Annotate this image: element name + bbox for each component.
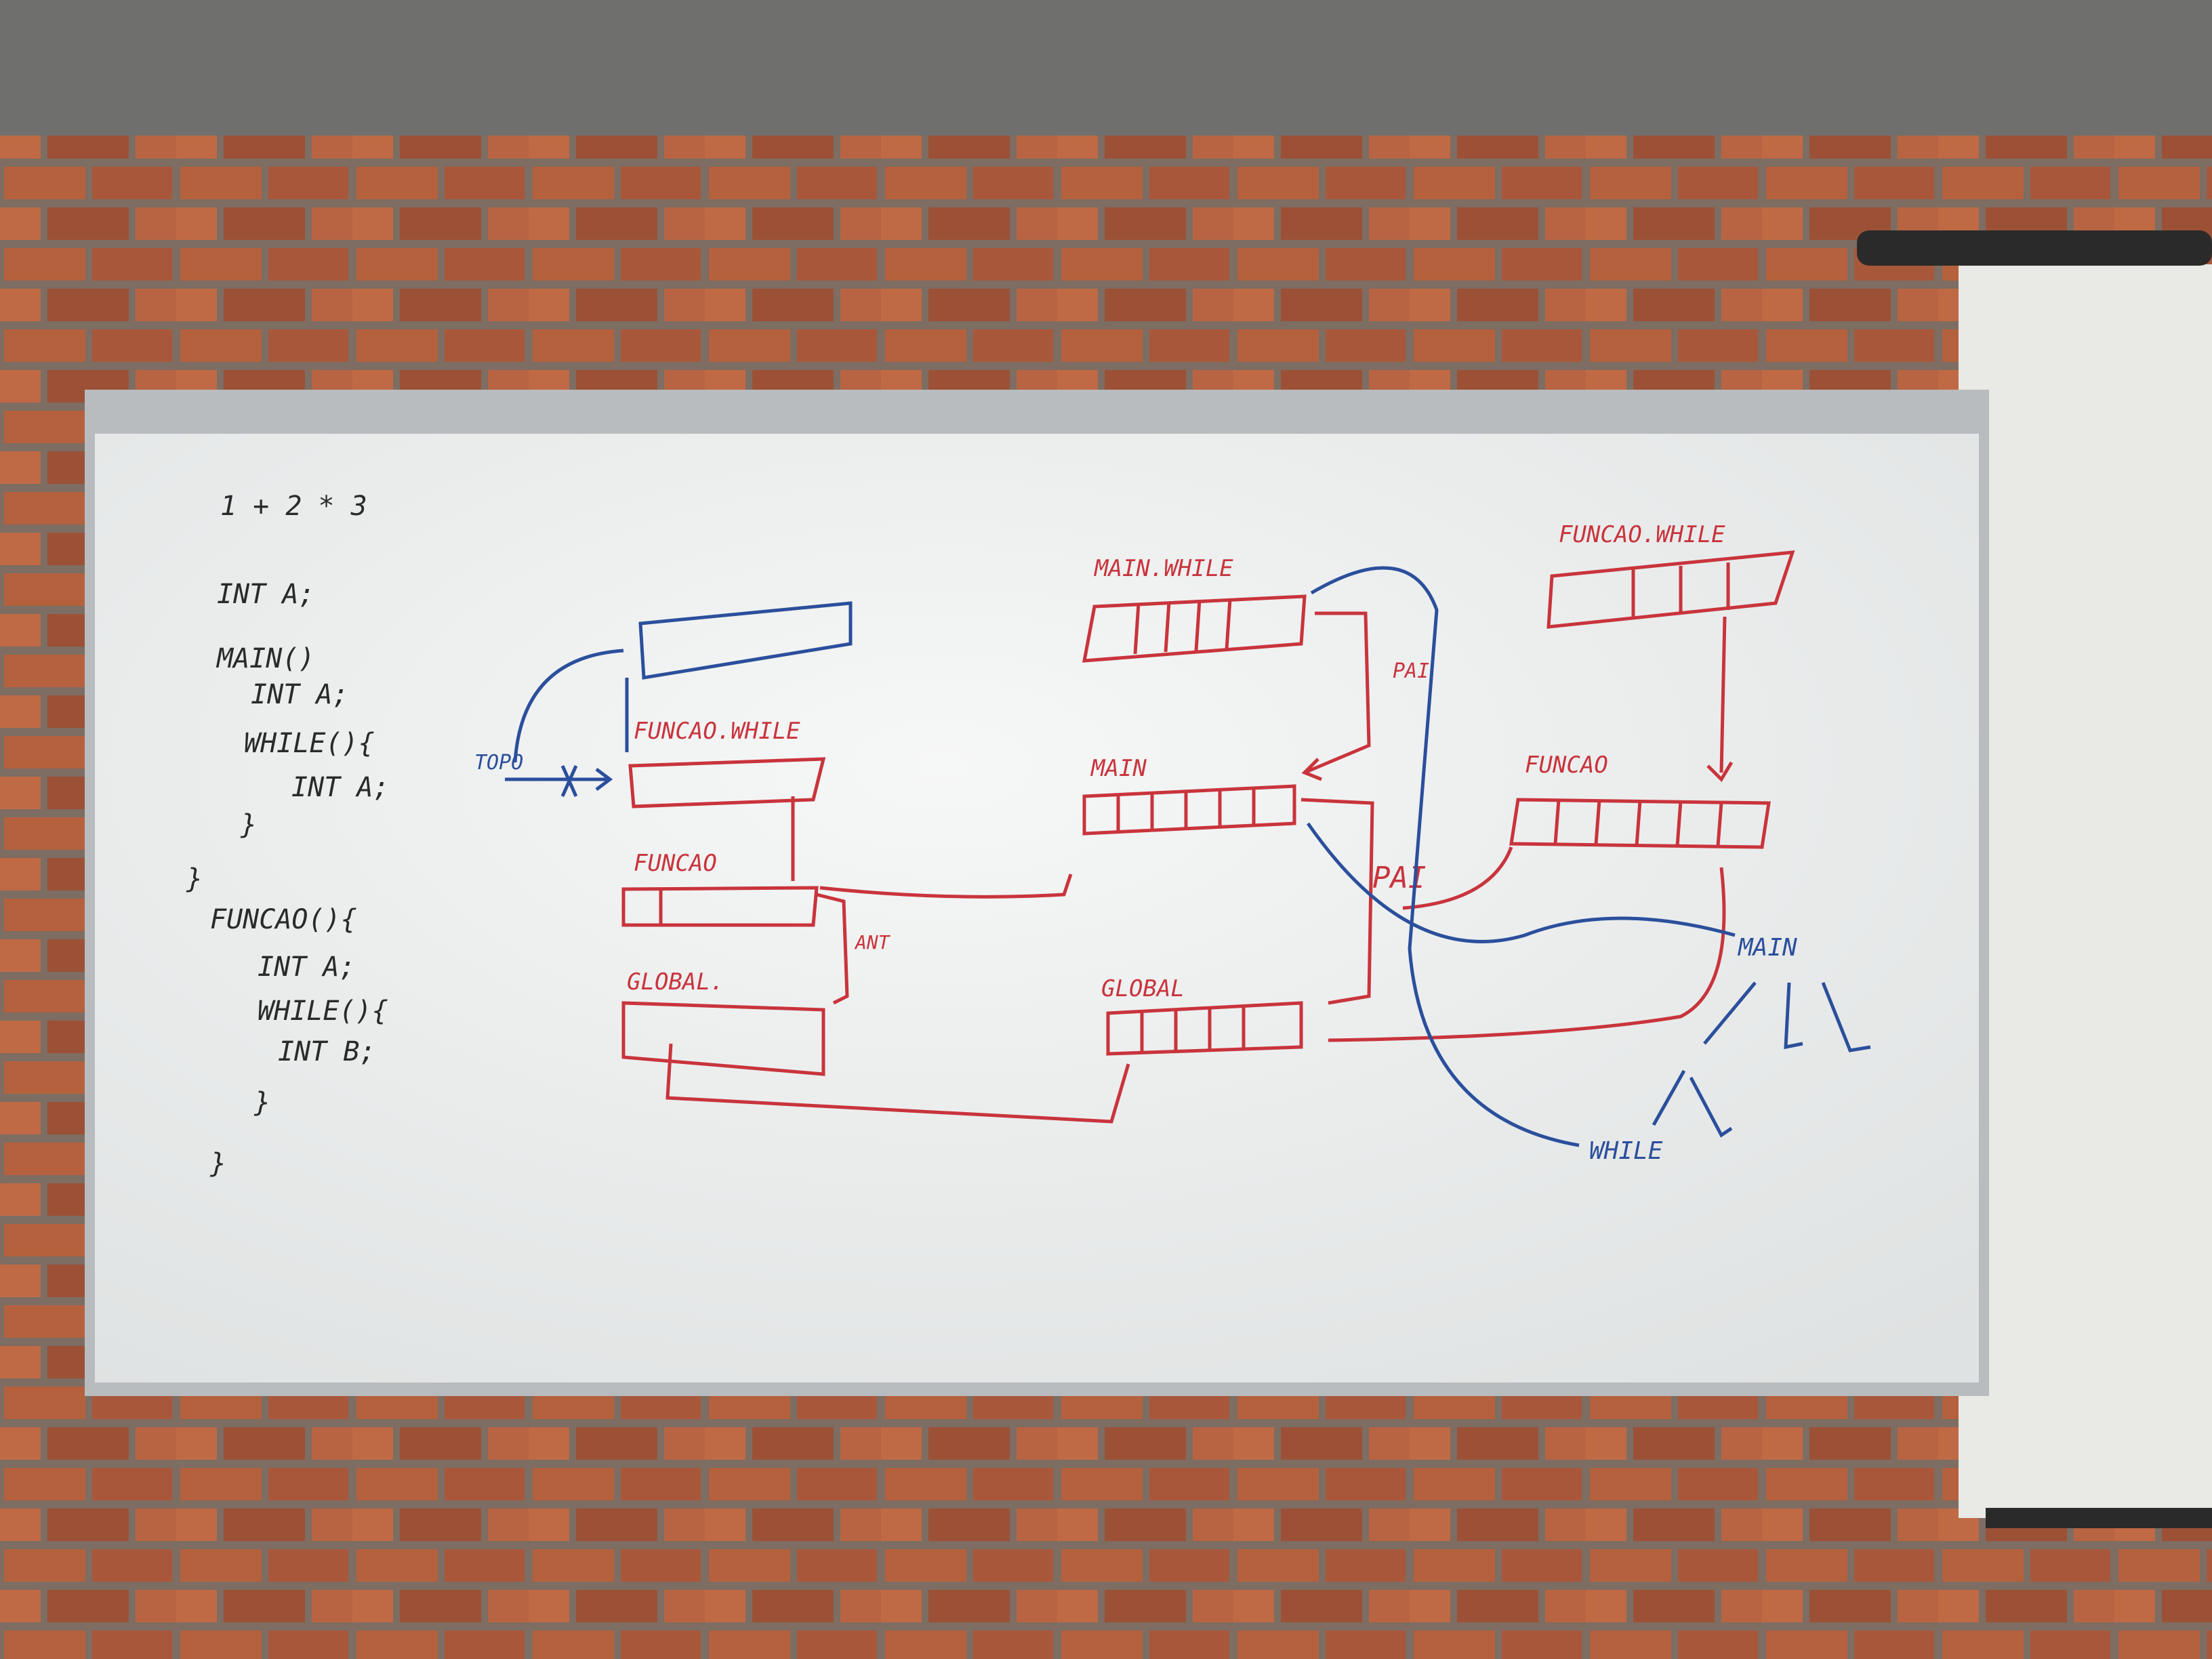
tree-node-main: MAIN <box>1737 934 1797 962</box>
code-line: MAIN() <box>216 643 315 674</box>
stack-box-funcao <box>621 886 819 927</box>
label-funcao-while: FUNCAO.WHILE <box>634 718 800 745</box>
code-listing: 1 + 2 * 3 INT A; MAIN() INT A; WHILE(){ … <box>186 491 390 1179</box>
stack-box-funcao-right <box>1509 798 1771 849</box>
label-ant: ANT <box>854 931 891 954</box>
link-right-down <box>1706 616 1734 783</box>
concrete-wall <box>0 0 2212 156</box>
label-main-while: MAIN.WHILE <box>1094 555 1233 582</box>
stack-divider <box>1225 598 1232 650</box>
label-main: MAIN <box>1090 755 1147 782</box>
blue-top-box <box>638 601 853 680</box>
label-pai-upper: PAI <box>1393 659 1429 683</box>
topo-curve <box>513 649 624 763</box>
code-line: WHILE(){ <box>244 728 375 759</box>
blue-link-main <box>1306 822 1736 943</box>
pai-arrow-lower <box>1300 798 1374 1005</box>
tree-branch <box>1784 982 1803 1050</box>
topo-arrow <box>505 768 613 791</box>
topo-cross <box>560 764 578 798</box>
link-to-funcao <box>1402 846 1513 910</box>
tree-branch <box>1703 981 1757 1045</box>
stack-box-global <box>621 1001 825 1076</box>
stack-divider <box>1194 599 1202 651</box>
code-line: FUNCAO(){ <box>210 904 357 935</box>
tree-branch <box>1689 1076 1733 1138</box>
ant-arrow <box>816 893 849 1005</box>
stack-divider <box>1553 799 1561 844</box>
scope-tree <box>1306 566 1871 1147</box>
code-line: INT A; <box>217 579 315 610</box>
label-topo: TOPO <box>474 751 523 775</box>
code-line: } <box>240 809 257 840</box>
stack-box-funcao-while <box>628 757 826 808</box>
code-line: } <box>186 863 203 895</box>
code-line: INT A; <box>291 772 390 803</box>
code-line: WHILE(){ <box>258 996 388 1027</box>
label-global-middle: GLOBAL <box>1101 975 1185 1002</box>
projector-screen <box>1959 264 2212 1518</box>
label-funcao-while-right: FUNCAO.WHILE <box>1559 521 1725 548</box>
label-funcao-right: FUNCAO <box>1525 752 1608 779</box>
right-stack <box>1509 550 1795 849</box>
stack-divider <box>1164 601 1171 653</box>
left-stack <box>621 757 1130 1124</box>
tree-branch <box>1652 1069 1686 1126</box>
code-line: INT A; <box>258 951 356 983</box>
projector-screen-bar <box>1986 1508 2212 1528</box>
whiteboard-surface <box>95 434 1979 1382</box>
stack-box-main <box>1082 784 1296 836</box>
stack-divider <box>1594 799 1601 844</box>
projector-screen-tube <box>1857 230 2212 266</box>
stack-divider <box>1133 602 1141 655</box>
code-line: } <box>209 1148 226 1179</box>
stack-box-funcao-while-right <box>1547 550 1795 629</box>
middle-stack <box>1082 594 1726 1056</box>
label-global: GLOBAL. <box>627 968 724 996</box>
stack-box-global-middle <box>1106 1001 1303 1056</box>
label-pai-lower: PAI <box>1372 861 1426 895</box>
pai-arrow-upper <box>1301 611 1371 781</box>
expression-text: 1 + 2 * 3 <box>220 491 367 522</box>
link-global-to-middle <box>665 1043 1130 1124</box>
stack-divider <box>1716 802 1723 846</box>
stack-box-main-while <box>1082 594 1307 663</box>
topo-pointer <box>505 601 853 798</box>
code-line: INT A; <box>251 679 349 710</box>
stack-divider <box>1635 800 1642 846</box>
stack-divider <box>1675 800 1683 846</box>
link-global-to-right <box>1328 867 1726 1042</box>
code-line: } <box>253 1087 270 1118</box>
tree-node-while: WHILE <box>1589 1137 1663 1165</box>
link-funcao-to-middle <box>819 874 1073 899</box>
blue-link-main-while <box>1310 566 1580 1147</box>
code-line: INT B; <box>278 1036 376 1067</box>
tree-branch <box>1821 982 1871 1052</box>
label-funcao: FUNCAO <box>634 850 717 877</box>
